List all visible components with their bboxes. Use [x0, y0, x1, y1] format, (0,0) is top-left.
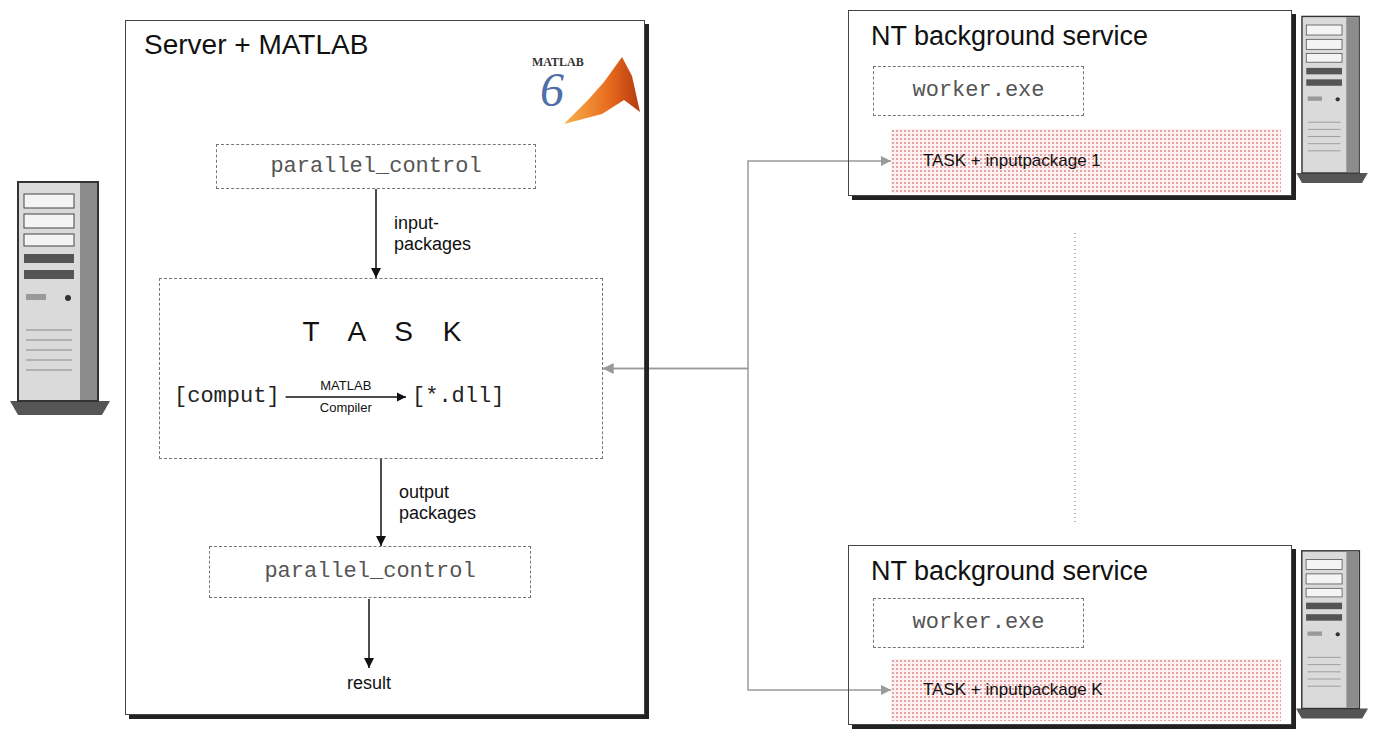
arrow-label: Compiler	[320, 401, 372, 416]
box-text: parallel_control	[264, 559, 475, 584]
panel-heading: NT background service	[871, 21, 1269, 52]
task-heading: T A S K	[303, 316, 462, 348]
module-box: parallel_control	[216, 144, 536, 189]
server-panel: parallel_control T A S K [comput] MATLAB Com…	[125, 20, 645, 715]
module-box: worker.exe	[873, 66, 1084, 116]
panel-heading: Server + MATLAB	[144, 29, 626, 61]
edge-label: input- packages	[394, 213, 490, 254]
output-file: [*.dll]	[412, 384, 504, 409]
service-panel: worker.exeTASK + inputpackage 1 NT backgr…	[848, 10, 1292, 196]
task-package-box: TASK + inputpackage K	[891, 659, 1281, 721]
box-text: worker.exe	[912, 610, 1044, 635]
edge-label: output packages	[399, 482, 495, 523]
box-text: TASK + inputpackage K	[923, 680, 1103, 700]
result-label: result	[347, 674, 391, 692]
flow-arrow	[380, 459, 382, 546]
task-box: T A S K [comput] MATLAB Compiler [*.dll]	[159, 278, 603, 459]
module-box: worker.exe	[873, 598, 1084, 648]
logo-number: 6	[540, 66, 564, 114]
dispatch-connector	[603, 161, 891, 369]
compile-arrow	[286, 396, 406, 397]
module-box: parallel_control	[209, 546, 531, 598]
source-file: [comput]	[174, 384, 280, 409]
service-panel: worker.exeTASK + inputpackage K NT backgr…	[848, 545, 1292, 725]
worker-computer-icon	[1296, 551, 1368, 719]
panel-heading: NT background service	[871, 556, 1269, 587]
arrow-label: MATLAB	[320, 379, 371, 394]
box-text: TASK + inputpackage 1	[923, 151, 1101, 171]
box-text: worker.exe	[912, 78, 1044, 103]
result-arrow	[368, 599, 370, 668]
box-text: parallel_control	[270, 154, 481, 179]
matlab-logo-peak	[564, 57, 640, 124]
dispatch-connector	[603, 369, 891, 691]
server-computer-icon	[10, 182, 110, 415]
task-package-box: TASK + inputpackage 1	[891, 129, 1281, 193]
worker-computer-icon	[1296, 16, 1367, 183]
flow-arrow	[375, 189, 377, 278]
ellipsis-dotted-line	[1074, 233, 1075, 525]
logo-text: MATLAB	[532, 56, 584, 68]
